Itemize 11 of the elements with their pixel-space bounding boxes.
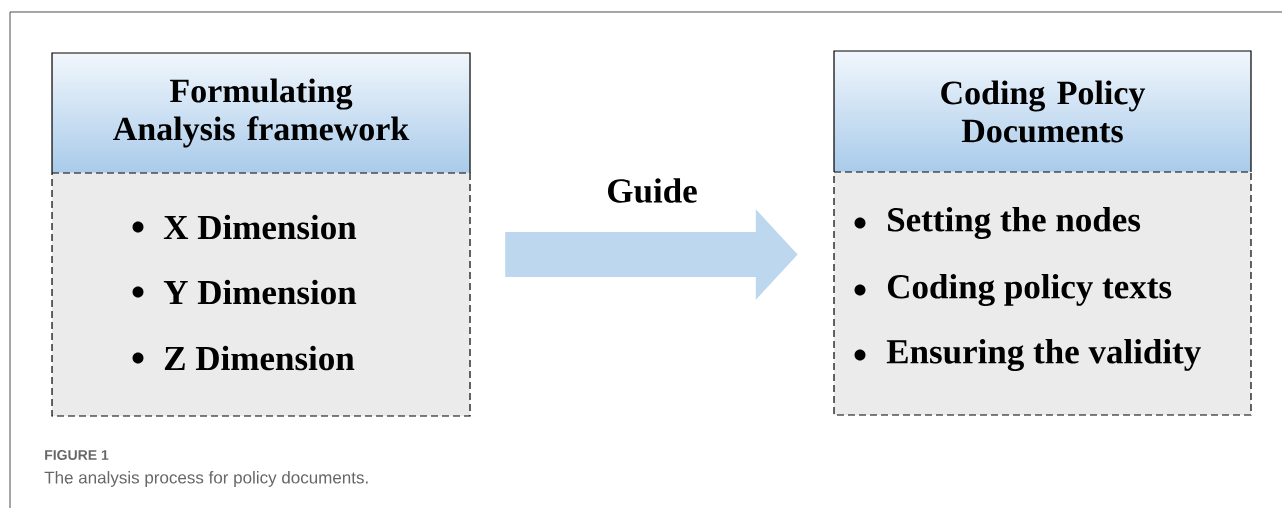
caption: The analysis process for policy documents. [44, 471, 368, 487]
list-item: Ensuring the validity [886, 339, 1201, 371]
list-item: Coding policy texts [887, 274, 1172, 306]
list-item: Y Dimension [163, 279, 357, 305]
list-item: Z Dimension [164, 345, 355, 371]
node-label: Formulating Analysis framework [113, 78, 410, 148]
node-label: Coding Policy Documents [941, 80, 1146, 143]
figure-number: FIGURE 1 [45, 450, 109, 460]
list-item: X Dimension [163, 214, 357, 240]
edge-label: Guide [608, 178, 697, 203]
list-item: Setting the nodes [888, 207, 1141, 239]
